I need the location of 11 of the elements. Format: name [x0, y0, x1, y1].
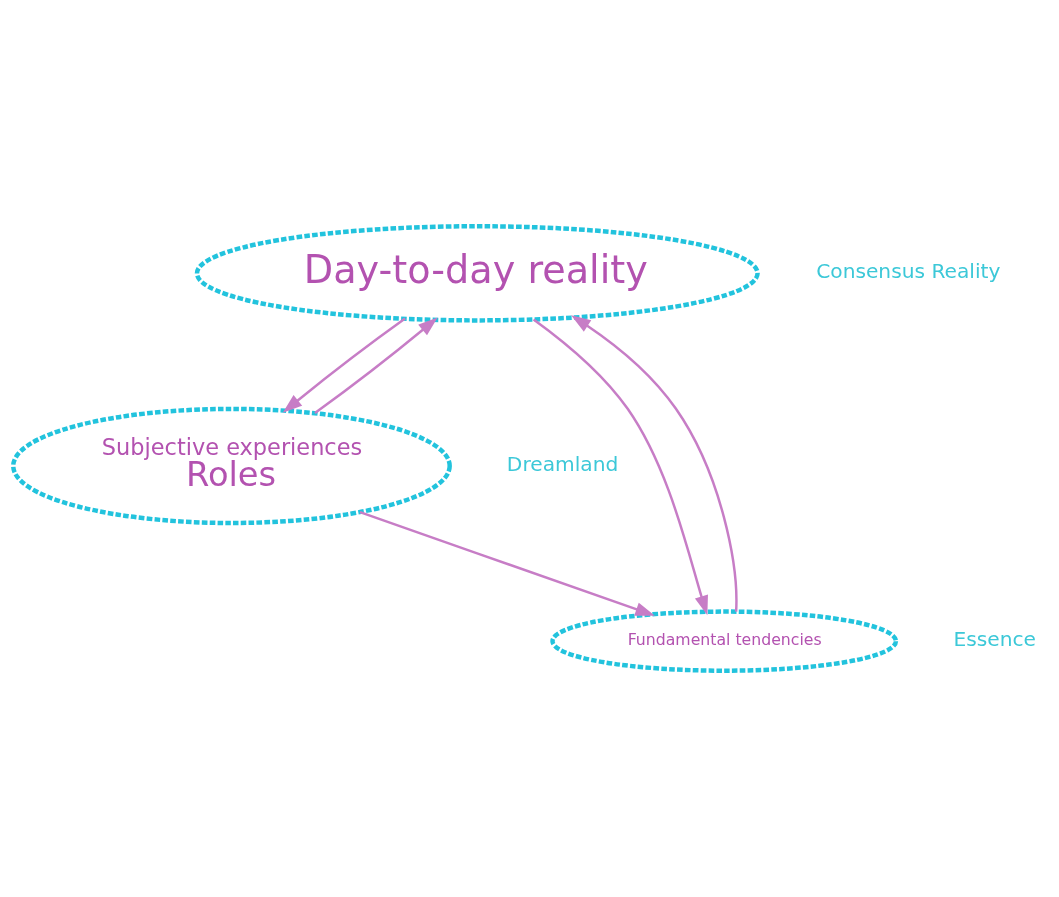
arrow — [571, 315, 738, 612]
node-ellipse: Subjective experiences Roles — [11, 406, 452, 526]
node-ellipse: Fundamental tendencies — [550, 609, 899, 673]
arrow — [532, 318, 708, 616]
node-ellipse: Day-to-day reality — [194, 224, 760, 323]
node-label: Consensus Reality — [816, 259, 1001, 284]
node-label: Essence — [953, 627, 1036, 652]
arrow — [359, 511, 655, 616]
node-label: Dreamland — [506, 451, 619, 476]
arrow — [314, 317, 438, 415]
arrow — [282, 317, 406, 413]
